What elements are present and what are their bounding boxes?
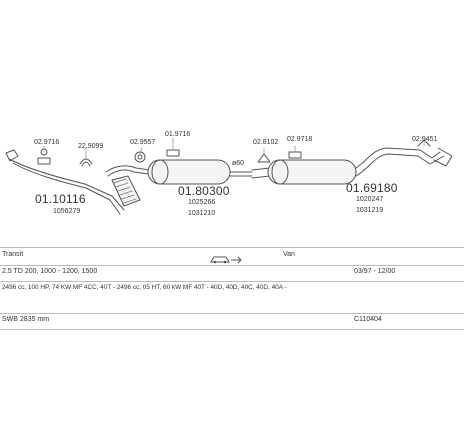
engine-spec: 2.5 TD 200, 1000 - 1200, 1500 — [2, 268, 98, 275]
hardware-icons — [37, 139, 431, 167]
table-rule-top — [0, 247, 464, 248]
table-row-wheelbase: SWB 2835 mm C110404 — [0, 315, 464, 327]
table-rule-bottom — [0, 329, 464, 330]
body-type: Van — [283, 251, 295, 258]
table-rule-1 — [0, 265, 464, 266]
part-code-small-3: 02.9557 — [130, 139, 156, 146]
part-code-small-6: 02.9718 — [287, 136, 313, 143]
part-code-small-4: 01.9716 — [165, 131, 191, 138]
leader-lines — [43, 137, 425, 161]
table-rule-2 — [0, 281, 464, 282]
wheelbase: SWB 2835 mm — [2, 316, 50, 323]
diameter-label: ø60 — [232, 160, 245, 167]
date-range: 03/97 - 12/00 — [354, 268, 396, 275]
table-row-variants: 2496 cc, 100 HP, 74 KW MF 4CC, 40T - 249… — [0, 283, 464, 295]
direction-arrow-icon — [230, 251, 244, 269]
part-code-main-1: 01.10116 — [35, 192, 86, 206]
part-code-main-2: 01.80300 — [178, 184, 230, 198]
part-number-1: 1056279 — [53, 208, 81, 215]
table-row-model: Transit Van — [0, 250, 464, 264]
part-code-small-5: 02.8102 — [253, 139, 279, 146]
exhaust-diagram: 02.9716 22.9099 02.9557 01.9716 02.8102 … — [5, 131, 453, 217]
van-icon — [210, 251, 230, 269]
part-code-small-1: 02.9716 — [34, 139, 60, 146]
reference-number: C110404 — [354, 316, 382, 323]
part-code-main-3: 01.69180 — [346, 181, 398, 195]
rear-silencer — [251, 147, 453, 185]
front-pipe — [5, 149, 141, 215]
exhaust-drawing — [5, 137, 453, 215]
part-number-2b: 1031210 — [188, 210, 216, 217]
part-number-2a: 1025266 — [188, 199, 216, 206]
table-rule-3 — [0, 313, 464, 314]
part-code-small-2: 22.9099 — [78, 143, 104, 150]
part-number-3b: 1031219 — [356, 207, 384, 214]
variant-list: 2496 cc, 100 HP, 74 KW MF 4CC, 40T - 249… — [2, 284, 287, 291]
part-number-3a: 1020247 — [356, 196, 384, 203]
part-code-small-7: 02.9451 — [412, 136, 438, 143]
table-row-engine: 2.5 TD 200, 1000 - 1200, 1500 03/97 - 12… — [0, 267, 464, 279]
centre-silencer — [133, 159, 253, 185]
model-name: Transit — [2, 251, 24, 258]
